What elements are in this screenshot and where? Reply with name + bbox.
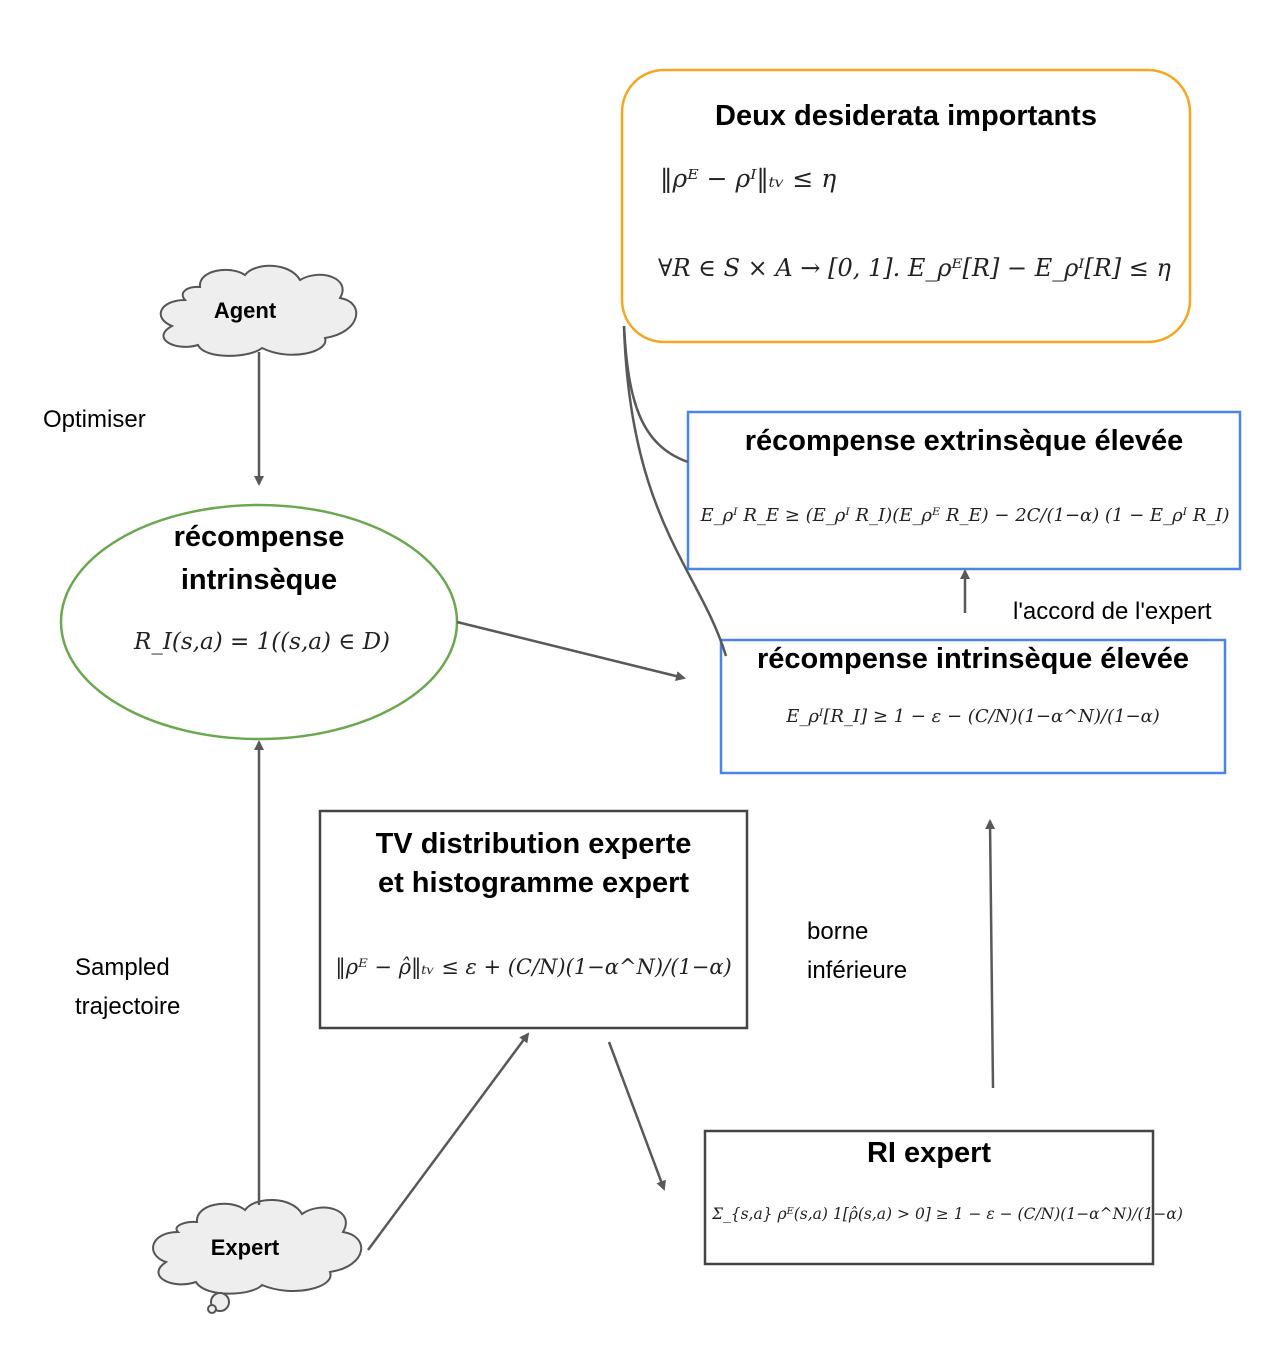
accord-expert-label: l'accord de l'expert <box>1013 598 1212 625</box>
high-intrinsic-eq: E_ρᴵ[R_I] ≥ 1 − ε − (C/N)(1−α^N)/(1−α) <box>786 706 1160 727</box>
tv-box-title: TV distribution experte et histogramme e… <box>320 825 747 903</box>
tv-title-line1: TV distribution experte <box>375 828 692 860</box>
desiderata-eq2-text: ∀R ∈ S × A → [0, 1]. E_ρᴱ[R] − E_ρᴵ[R] ≤… <box>658 254 1171 282</box>
desiderata-eq1: ‖ρᴱ − ρᴵ‖ₜᵥ ≤ η <box>660 164 836 193</box>
expert-cloud-shape <box>152 1198 363 1314</box>
desiderata-title: Deux desiderata importants <box>715 100 1097 132</box>
tv-box-eq: ‖ρᴱ − ρ̂‖ₜᵥ ≤ ε + (C/N)(1−α^N)/(1−α) <box>335 955 732 979</box>
tv-title-line2: et histogramme expert <box>377 867 690 899</box>
sampled-label-line2: trajectoire <box>75 993 181 1020</box>
expert-label: Expert <box>210 1235 280 1260</box>
high-extrinsic-title: récompense extrinsèque élevée <box>744 425 1184 457</box>
high-extrinsic-eq: E_ρᴵ R_E ≥ (E_ρᴵ R_I)(E_ρᴱ R_E) − 2C/(1−… <box>700 505 1230 526</box>
high-intrinsic-title: récompense intrinsèque élevée <box>757 643 1189 675</box>
ri-expert-title: RI expert <box>866 1137 992 1169</box>
connector-desiderata-to-extrinsic <box>622 325 689 464</box>
expert-cloud: Expert <box>185 1235 305 1261</box>
agent-cloud-shape <box>159 264 358 357</box>
sampled-label-line1: Sampled <box>75 954 170 981</box>
borne-label-line2: inférieure <box>807 957 908 984</box>
intrinsic-title-line2: intrinsèque <box>180 564 338 596</box>
desiderata-eq1-text: ‖ρᴱ − ρᴵ‖ₜᵥ ≤ η <box>660 164 837 193</box>
high-intrinsic-box-shape <box>719 638 1227 775</box>
desiderata-box-shape <box>620 68 1192 344</box>
desiderata-eq2: ∀R ∈ S × A → [0, 1]. E_ρᴱ[R] − E_ρᴵ[R] ≤… <box>658 254 1171 282</box>
arrow-ri-expert-to-high-intrinsic <box>985 819 996 1089</box>
sampled-trajectoire-label: Sampled trajectoire <box>75 948 180 1026</box>
tv-box-shape <box>318 809 749 1030</box>
optimiser-label: Optimiser <box>43 406 146 433</box>
ri-expert-box-shape <box>703 1129 1155 1266</box>
connector-desiderata-to-intrinsic <box>622 325 728 657</box>
borne-inferieure-label: borne inférieure <box>807 912 907 990</box>
intrinsic-reward-eq: R_I(s,a) = 1((s,a) ∈ D) <box>134 629 391 655</box>
arrow-expert-to-tv <box>366 1032 530 1251</box>
intrinsic-reward-title: récompense intrinsèque <box>100 516 418 602</box>
agent-cloud: Agent <box>185 298 305 324</box>
intrinsic-title-line1: récompense <box>173 521 345 553</box>
high-extrinsic-box-shape <box>686 410 1242 571</box>
arrow-tv-to-ri-expert <box>607 1041 666 1191</box>
agent-label: Agent <box>213 298 277 323</box>
ri-expert-eq: Σ_{s,a} ρᴱ(s,a) 1[ρ̂(s,a) > 0] ≥ 1 − ε −… <box>712 1205 1183 1223</box>
borne-label-line1: borne <box>807 918 869 945</box>
arrow-intrinsic-to-high-intrinsic <box>456 620 686 681</box>
